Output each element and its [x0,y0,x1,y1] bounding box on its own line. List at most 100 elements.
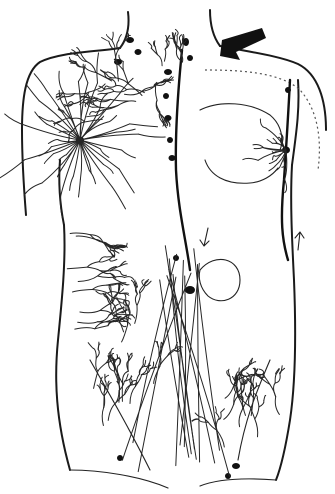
abdominal-vessel [216,412,219,419]
neck-vessel [148,42,152,48]
neck-vessel [177,36,178,46]
body-outline [22,10,326,488]
abdominal-vessel [195,413,201,417]
left-axillary-vessel [25,140,80,160]
left-axillary-vessel [79,179,81,197]
abdominal-vessel [108,383,111,388]
left-flank-vessel [110,259,117,261]
left-axillary-vessel [62,103,80,140]
left-flank-vessel [78,322,98,324]
chest-vessel [81,53,87,61]
left-flank-vessel [98,276,113,278]
inguinal-node [225,473,231,479]
abdominal-vessel [255,419,258,437]
chest-vessel [63,93,74,94]
right-breast-outline [205,160,278,183]
chest-vessel [90,112,96,115]
left-flank-vessel [98,315,109,322]
right-axillary-vessel [269,160,276,163]
neck-vessel [179,35,182,41]
left-axillary-vessel [138,134,165,137]
left-flank-vessel [92,285,106,289]
torso-left-side [56,225,70,470]
chest-vessel [119,35,122,41]
chest-vessel [123,62,124,71]
abdominal-vessel [221,409,225,413]
left-axillary-vessel [104,165,114,174]
left-axillary-vessel [116,129,135,132]
left-flank-vessel [120,272,126,276]
abdominal-vessel [118,358,121,364]
abdominal-vessel [135,294,137,306]
right-upper-arm-outline [292,80,299,165]
left-axillary-vessel [27,86,39,101]
left-axillary-vessel [34,74,46,91]
abdominal-vessel [215,407,216,413]
abdominal-vessel [253,375,254,385]
supraclavicular-node [164,69,172,75]
abdominal-vessel [115,391,119,404]
left-inguinal-line [70,470,168,488]
chest-vessel [68,102,73,104]
cervical-node [135,49,142,55]
abdominal-vessel [275,397,279,415]
chest-vessel [87,116,95,117]
left-axillary-vessel [48,140,58,144]
chest-vessel [61,118,71,121]
right-axillary-vessel [273,138,276,142]
abdominal-vessel [115,355,117,362]
left-axillary-vessel [39,101,80,140]
right-axillary-vessel [254,148,263,149]
chest-vessel [98,89,105,91]
chest-vessel [114,90,127,92]
chest-vessel [102,38,109,42]
left-flank-vessel [113,277,122,282]
abdominal-vessel [137,293,140,305]
abdominal-node [185,286,195,294]
right-pectoral-outline [200,104,282,150]
chest-vessel [125,91,143,95]
abdominal-vessel [100,389,104,396]
abdominal-vessel [143,357,145,365]
right-axillary-vessel [273,156,276,160]
chest-vessel [98,93,105,94]
left-flank-vessel [87,267,100,271]
abdominal-vessel [108,404,115,421]
left-flank-vessel [113,277,125,278]
chest-vessel [105,91,114,93]
left-axillary-vessel [97,53,99,83]
left-axillary-vessel [119,169,134,193]
right-lymphatic-trunk [282,80,290,260]
chest-vessel [106,35,112,41]
abdominal-vessel [274,383,276,397]
left-flank-vessel [120,293,129,294]
abdominal-vessel [264,395,266,400]
chest-vessel [101,70,108,73]
left-flank-vessel [110,270,120,272]
left-axillary-vessel [24,183,42,196]
parasternal-node [167,137,173,143]
lymphatic-vessel-network [0,29,287,476]
abdominal-vessel [125,294,126,302]
left-axillary-vessel [122,150,136,158]
cervical-node [126,37,134,43]
right-inguinal-line [200,479,276,486]
left-flank-vessel [70,233,90,235]
abdominal-vessel [259,401,264,407]
left-flank-vessel [80,311,100,313]
left-axillary-vessel [70,176,74,190]
abdominal-vessel [257,398,259,407]
chest-vessel [112,32,113,40]
chest-vessel [118,101,136,106]
left-axillary-vessel [44,154,53,164]
left-flank-vessel [125,277,134,280]
abdominal-vessel [102,408,104,426]
left-flank-vessel [75,328,95,330]
abdominal-vessel [144,360,145,366]
abdominal-vessel [94,348,97,358]
right-axillary-vessel [269,166,275,171]
abdominal-vessel [94,371,98,388]
cisterna-chyli-loop [199,259,240,300]
right-axillary-vessel [260,119,265,128]
